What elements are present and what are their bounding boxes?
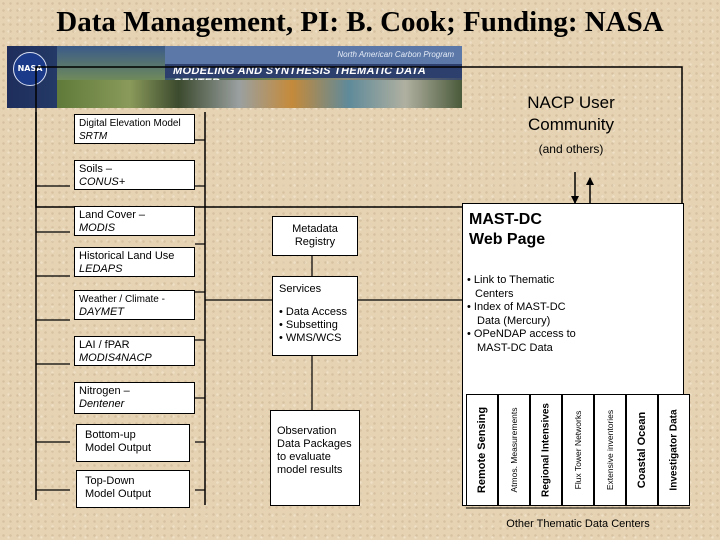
banner-photo-strip-left <box>57 46 165 80</box>
output-bottom-up: Bottom-up Model Output <box>76 424 190 462</box>
center-regional-intensives: Regional Intensives <box>530 394 562 506</box>
input-dem-source: SRTM <box>79 131 108 142</box>
other-centers-label: Other Thematic Data Centers <box>506 518 650 530</box>
mastdc-title: MAST-DC Web Page <box>469 210 545 250</box>
input-nitrogen: Nitrogen – Dentener <box>74 382 195 414</box>
services-box: Services • Data Access • Subsetting • WM… <box>272 276 358 356</box>
slide-title: Data Management, PI: B. Cook; Funding: N… <box>56 6 664 38</box>
observation-line3: to evaluate <box>277 451 331 463</box>
input-dem: Digital Elevation Model SRTM <box>74 114 195 144</box>
mastdc-bullet-3-cont: MAST-DC Data <box>477 341 553 354</box>
input-soils-title: Soils – <box>79 163 113 175</box>
center-extensive-inventories-label: Extensive inventories <box>605 409 615 491</box>
observation-line2: Data Packages <box>277 438 352 450</box>
center-investigator-data-label: Investigator Data <box>668 409 680 491</box>
metadata-line2: Registry <box>294 236 336 248</box>
mast-dc-banner: NASA North American Carbon Program MODEL… <box>7 46 462 108</box>
mastdc-title-line2: Web Page <box>469 231 546 248</box>
mastdc-bullet-2-cont: Data (Mercury) <box>477 314 551 327</box>
community-title-line2: Community <box>528 115 614 134</box>
input-weather-climate-source: DAYMET <box>79 306 125 318</box>
input-lai-fpar-title: LAI / fPAR <box>79 339 130 351</box>
input-historical-land-use: Historical Land Use LEDAPS <box>74 247 195 277</box>
input-dem-title: Digital Elevation Model <box>79 118 181 129</box>
community-note: (and others) <box>538 142 604 156</box>
input-weather-climate-title: Weather / Climate - <box>79 294 165 305</box>
input-lai-fpar: LAI / fPAR MODIS4NACP <box>74 336 195 366</box>
community-title-line1: NACP User <box>527 93 615 112</box>
mastdc-bullet-1-cont: Centers <box>475 287 514 300</box>
banner-photo-strip <box>57 80 462 108</box>
mastdc-bullet-1: • Link to Thematic <box>467 274 555 286</box>
service-item-data-access: • Data Access <box>279 306 348 318</box>
center-extensive-inventories: Extensive inventories <box>594 394 626 506</box>
center-investigator-data: Investigator Data <box>658 394 690 506</box>
output-bottom-up-line2: Model Output <box>85 442 152 454</box>
input-soils: Soils – CONUS+ <box>74 160 195 190</box>
observation-line4: model results <box>277 464 343 476</box>
input-lai-fpar-source: MODIS4NACP <box>79 352 152 364</box>
center-remote-sensing: Remote Sensing <box>466 394 498 506</box>
input-weather-climate: Weather / Climate - DAYMET <box>74 290 195 320</box>
center-regional-intensives-label: Regional Intensives <box>540 403 552 497</box>
input-land-cover: Land Cover – MODIS <box>74 206 195 236</box>
input-nitrogen-title: Nitrogen – <box>79 385 130 397</box>
mastdc-bullet-3: • OPeNDAP access to <box>467 328 576 340</box>
services-title: Services <box>279 283 322 295</box>
center-atmos-measurements: Atmos. Measurements <box>498 394 530 506</box>
metadata-line1: Metadata <box>292 223 338 235</box>
metadata-registry: Metadata Registry <box>272 216 358 256</box>
center-flux-tower-networks: Flux Tower Networks <box>562 394 594 506</box>
banner-strip-top <box>165 46 462 64</box>
center-coastal-ocean: Coastal Ocean <box>626 394 658 506</box>
input-historical-land-use-source: LEDAPS <box>79 263 123 275</box>
center-remote-sensing-label: Remote Sensing <box>476 406 488 494</box>
service-item-subsetting: • Subsetting <box>279 319 338 331</box>
mastdc-bullet-2: • Index of MAST-DC <box>467 301 566 313</box>
center-atmos-measurements-label: Atmos. Measurements <box>509 407 519 493</box>
mastdc-title-line1: MAST-DC <box>469 211 542 228</box>
output-top-down-line2: Model Output <box>85 488 152 500</box>
input-land-cover-title: Land Cover – <box>79 209 146 221</box>
output-top-down: Top-Down Model Output <box>76 470 190 508</box>
nacp-user-community: NACP User Community (and others) <box>496 92 646 156</box>
input-soils-source: CONUS+ <box>79 176 126 188</box>
center-coastal-ocean-label: Coastal Ocean <box>636 411 648 489</box>
observation-line1: Observation <box>277 425 337 437</box>
observation-data-packages: Observation Data Packages to evaluate mo… <box>270 410 360 506</box>
banner-program: North American Carbon Program <box>337 50 454 59</box>
nasa-logo-icon: NASA <box>13 52 47 86</box>
center-flux-tower-networks-label: Flux Tower Networks <box>573 410 583 490</box>
input-historical-land-use-title: Historical Land Use <box>79 250 175 262</box>
input-nitrogen-source: Dentener <box>79 398 125 410</box>
mastdc-bullets: • Link to Thematic Centers • Index of MA… <box>467 274 576 355</box>
output-top-down-line1: Top-Down <box>85 475 135 487</box>
output-bottom-up-line1: Bottom-up <box>85 429 136 441</box>
service-item-wms-wcs: • WMS/WCS <box>279 332 342 344</box>
input-land-cover-source: MODIS <box>79 222 116 234</box>
